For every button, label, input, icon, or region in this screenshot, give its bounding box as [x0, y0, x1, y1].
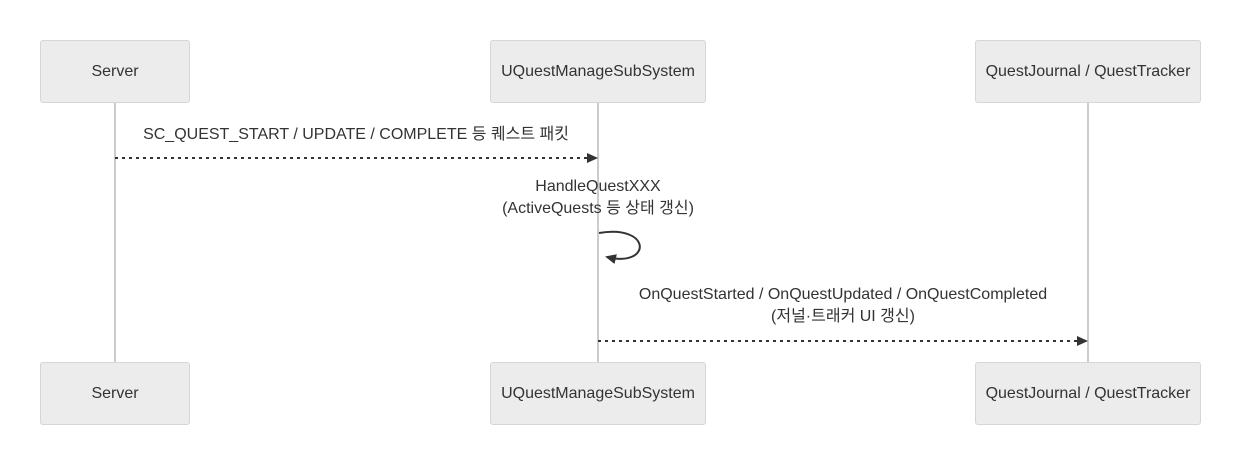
actor-box-uquest-manage-subsystem-bottom: UQuestManageSubSystem	[490, 362, 706, 425]
message-arrow-self-handlequest	[598, 230, 641, 264]
actor-box-quest-journal-tracker-top: QuestJournal / QuestTracker	[975, 40, 1201, 103]
actor-box-server-top: Server	[40, 40, 190, 103]
message-label-onquest-events-line1: OnQuestStarted / OnQuestUpdated / OnQues…	[638, 286, 1048, 303]
actor-label-server-bottom: Server	[91, 384, 139, 402]
actor-box-quest-journal-tracker-bottom: QuestJournal / QuestTracker	[975, 362, 1201, 425]
message-label-quest-packet-line1: SC_QUEST_START / UPDATE / COMPLETE 등 퀘스트…	[143, 126, 569, 143]
message-label-onquest-events-line2: (저널·트래커 UI 갱신)	[771, 308, 915, 325]
actor-label-uquest-manage-subsystem-top: UQuestManageSubSystem	[501, 62, 695, 80]
message-label-self-handlequest: HandleQuestXXX (ActiveQuests 등 상태 갱신)	[398, 176, 798, 220]
actor-label-quest-journal-tracker-bottom: QuestJournal / QuestTracker	[985, 384, 1191, 402]
message-label-self-handlequest-line2: (ActiveQuests 등 상태 갱신)	[502, 200, 694, 217]
message-label-self-handlequest-line1: HandleQuestXXX	[535, 178, 661, 195]
message-label-onquest-events: OnQuestStarted / OnQuestUpdated / OnQues…	[583, 284, 1103, 328]
message-label-quest-packet: SC_QUEST_START / UPDATE / COMPLETE 등 퀘스트…	[106, 124, 606, 146]
actor-box-server-bottom: Server	[40, 362, 190, 425]
actor-label-quest-journal-tracker-top: QuestJournal / QuestTracker	[985, 62, 1191, 80]
actor-box-uquest-manage-subsystem-top: UQuestManageSubSystem	[490, 40, 706, 103]
actor-label-server-top: Server	[91, 62, 139, 80]
actor-label-uquest-manage-subsystem-bottom: UQuestManageSubSystem	[501, 384, 695, 402]
